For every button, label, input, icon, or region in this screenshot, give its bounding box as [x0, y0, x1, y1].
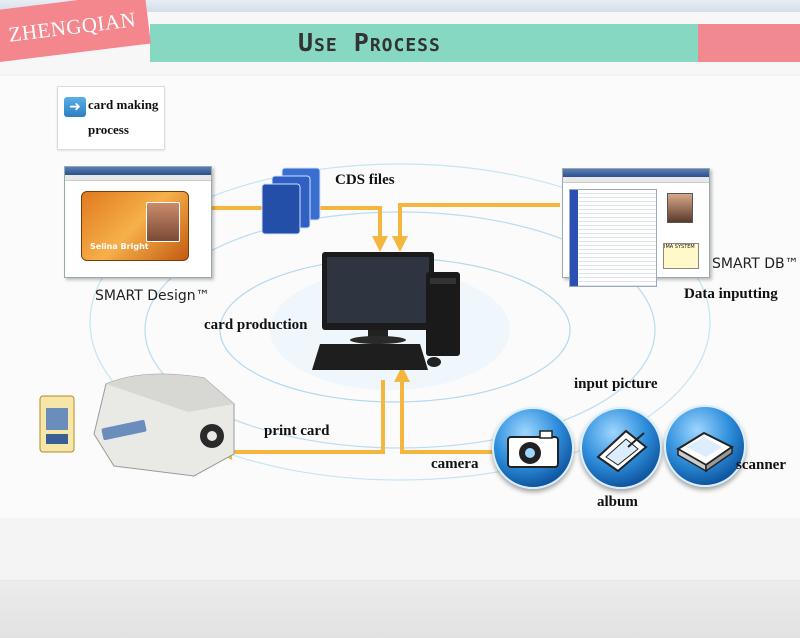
window-menubar: [65, 175, 211, 181]
card-printer-icon: [93, 373, 235, 477]
scanner-label: scanner: [736, 457, 786, 473]
lower-band: [0, 518, 800, 580]
smart-design-label: SMART Design™: [95, 288, 210, 304]
album-label: album: [597, 494, 638, 510]
scanner-icon: [676, 431, 734, 473]
window-menubar: [563, 177, 709, 183]
data-inputting-label: Data inputting: [684, 286, 778, 302]
db-card-preview: IMA SYSTEM: [663, 243, 699, 269]
arrowhead-design: [372, 236, 388, 252]
arrowhead-db: [392, 236, 408, 252]
arrow-input-line: [400, 382, 495, 454]
id-card-design: Selina Bright: [81, 191, 189, 261]
footer-band: [0, 580, 800, 638]
camera-icon: [507, 430, 559, 468]
process-box: ➜ card making process: [57, 86, 165, 150]
arrowhead-input: [394, 366, 410, 382]
input-picture-label: input picture: [574, 376, 658, 392]
title-bar-accent: [698, 24, 800, 62]
db-photo: [667, 193, 693, 223]
window-titlebar: [65, 167, 211, 175]
scanner-icon-circle: [664, 405, 746, 487]
arrow-right-icon: ➜: [64, 97, 86, 117]
id-card-icon: [39, 395, 75, 453]
arrow-print-line: [230, 380, 385, 454]
album-icon-circle: [580, 407, 662, 489]
process-line2: process: [88, 122, 129, 137]
db-table: [569, 189, 657, 287]
process-line1: card making: [88, 97, 159, 112]
camera-label: camera: [431, 456, 479, 472]
computer-icon: [312, 252, 460, 370]
card-photo: [146, 202, 180, 242]
outer-ring: [89, 163, 711, 481]
camera-icon-circle: [492, 407, 574, 489]
card-production-label: card production: [204, 317, 308, 333]
album-icon: [596, 429, 648, 473]
print-card-label: print card: [264, 423, 330, 439]
page-title: Use Process: [298, 28, 441, 57]
cds-files-icon: [261, 167, 321, 235]
smart-design-screenshot: Selina Bright: [64, 166, 212, 278]
cds-files-label: CDS files: [335, 172, 395, 188]
card-name: Selina Bright: [90, 242, 149, 251]
arrow-db-line: [398, 203, 560, 238]
smart-db-screenshot: IMA SYSTEM: [562, 168, 710, 287]
window-titlebar: [563, 169, 709, 177]
smart-db-label: SMART DB™: [712, 256, 799, 272]
title-bar: [150, 24, 698, 62]
top-strip: [0, 0, 800, 12]
